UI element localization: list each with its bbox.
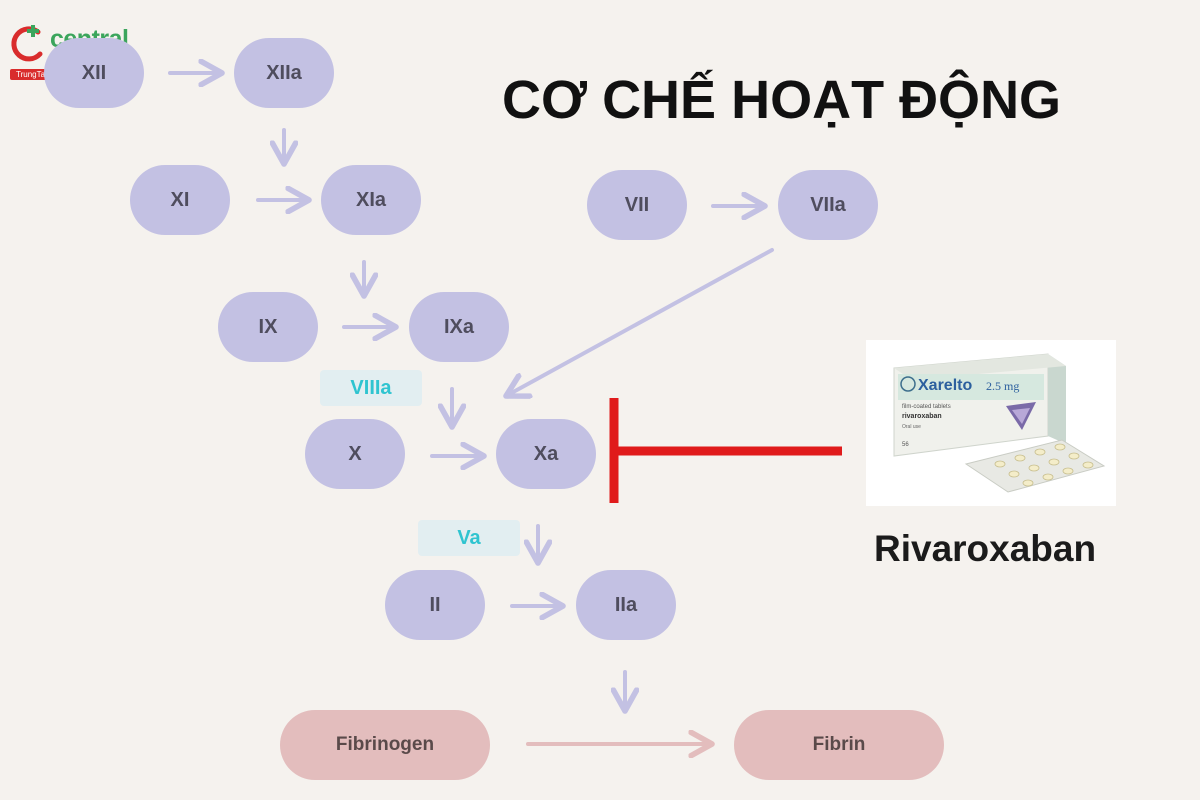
triangle-logo-icon — [1006, 402, 1036, 430]
node-factor-xiia: XIIa — [234, 38, 334, 108]
bayer-cross-icon — [900, 376, 916, 392]
node-factor-viia: VIIa — [778, 170, 878, 240]
node-factor-ii: II — [385, 570, 485, 640]
product-brand: Xarelto — [918, 377, 972, 394]
cofactor-viiia: VIIIa — [320, 370, 422, 406]
node-factor-iia: IIa — [576, 570, 676, 640]
node-factor-xi: XI — [130, 165, 230, 235]
xarelto-product-image: Xarelto 2.5 mg film-coated tablets rivar… — [866, 340, 1116, 506]
cofactor-va: Va — [418, 520, 520, 556]
node-factor-vii: VII — [587, 170, 687, 240]
node-fibrinogen: Fibrinogen — [280, 710, 490, 780]
product-strength: 2.5 mg — [986, 379, 1019, 393]
tablets — [994, 443, 1094, 487]
product-ingredient: rivaroxaban — [902, 413, 942, 420]
drug-name-label: Rivaroxaban — [874, 528, 1097, 569]
pharmacy-cross-icon — [11, 25, 43, 62]
product-count: 56 — [902, 442, 909, 448]
node-factor-xia: XIa — [321, 165, 421, 235]
xarelto-box-illustration: Xarelto 2.5 mg film-coated tablets rivar… — [893, 353, 1106, 493]
product-route: Oral use — [902, 424, 921, 430]
node-factor-xii: XII — [44, 38, 144, 108]
node-factor-x: X — [305, 419, 405, 489]
node-factor-xa: Xa — [496, 419, 596, 489]
product-form: film-coated tablets — [902, 404, 951, 410]
node-factor-ixa: IXa — [409, 292, 509, 362]
node-factor-ix: IX — [218, 292, 318, 362]
arrow-viia-xa — [506, 248, 774, 396]
node-fibrin: Fibrin — [734, 710, 944, 780]
page-title: CƠ CHẾ HOẠT ĐỘNG — [502, 70, 1062, 130]
